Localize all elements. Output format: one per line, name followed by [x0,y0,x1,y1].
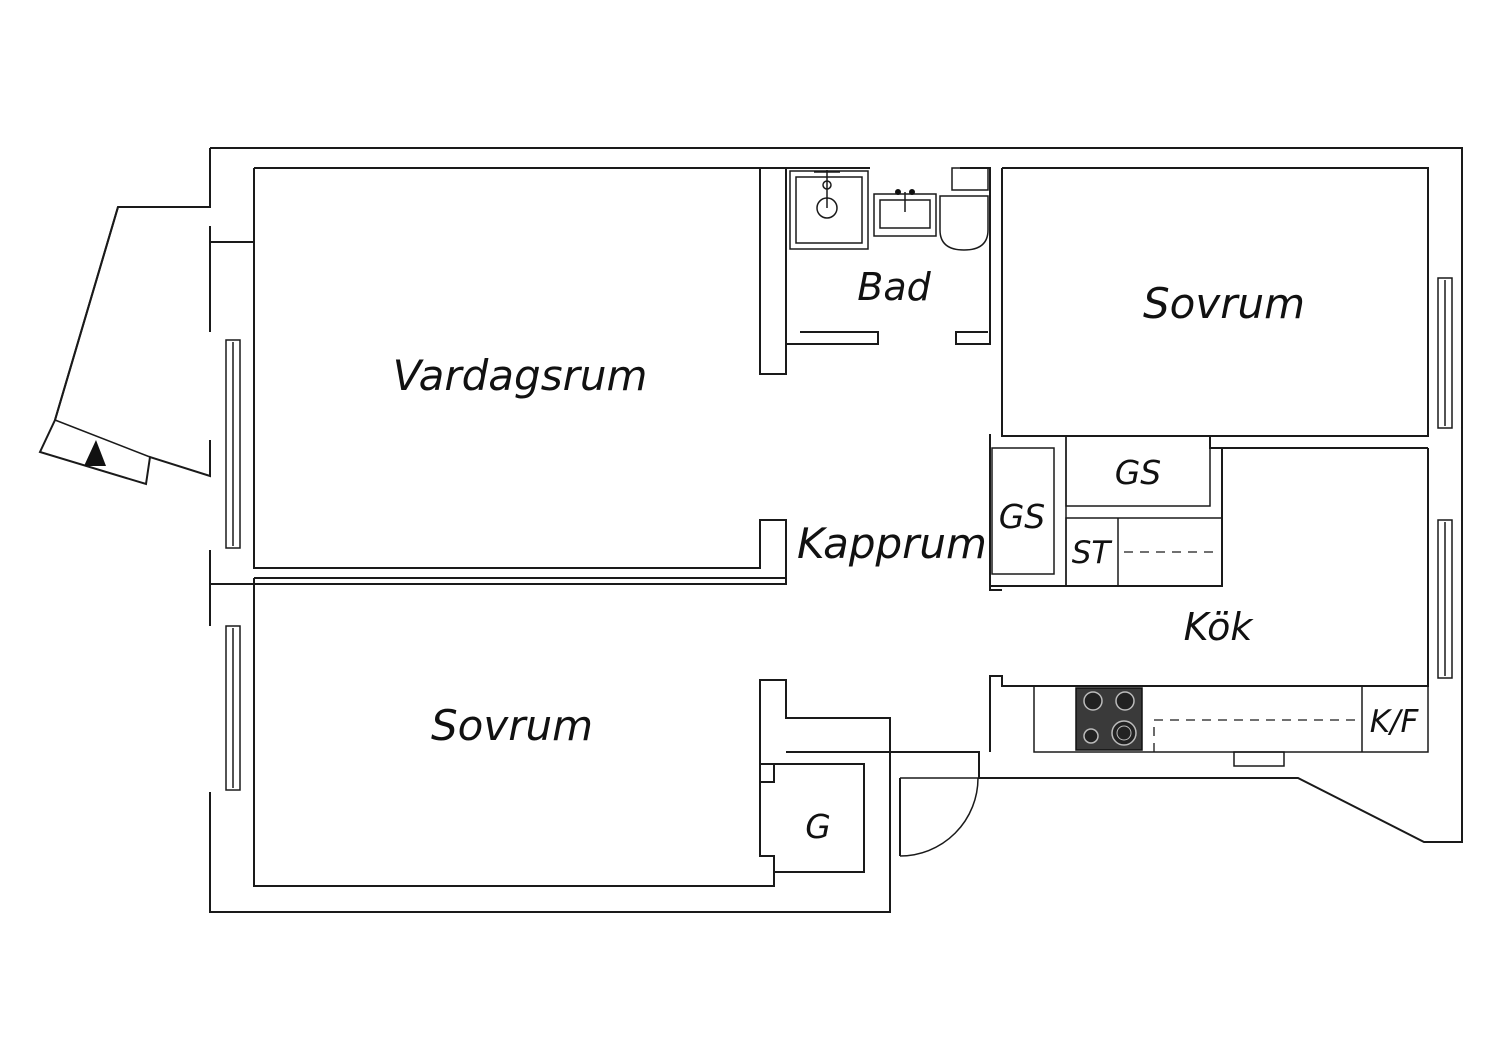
shower-icon [789,170,869,250]
label-gs-horizontal: GS [1115,453,1162,492]
windows [225,277,1453,791]
label-kapprum: Kapprum [797,519,987,568]
entrance-door [899,777,979,857]
room-bad: Bad [785,167,991,374]
label-gs-vertical: GS [999,497,1046,536]
label-kf: K/F [1370,704,1420,740]
label-sovrum-top: Sovrum [1143,279,1305,328]
toilet-icon [939,167,989,251]
window-vardagsrum [225,339,241,549]
balcony [38,206,211,486]
room-sovrum-top: Sovrum [1001,167,1429,437]
stove-icon [1075,687,1143,751]
room-sovrum-bottom: Sovrum [253,577,891,887]
room-vardagsrum: Vardagsrum [210,167,787,585]
sink-icon [873,189,937,237]
label-st: ST [1072,535,1113,571]
outer-walls [54,147,1463,913]
room-kok: Kök K/F [989,448,1429,767]
storage-block: GS GS ST [989,434,1428,591]
room-g: G [759,751,890,873]
label-g: G [805,807,831,846]
label-kok: Kök [1184,605,1255,649]
window-sovrum-bottom [225,625,241,791]
entrance-arrow-icon [84,440,106,466]
label-vardagsrum: Vardagsrum [393,351,648,400]
window-kok [1437,519,1453,679]
label-bad: Bad [857,265,931,309]
window-sovrum-top [1437,277,1453,429]
label-sovrum-bottom: Sovrum [431,701,593,750]
